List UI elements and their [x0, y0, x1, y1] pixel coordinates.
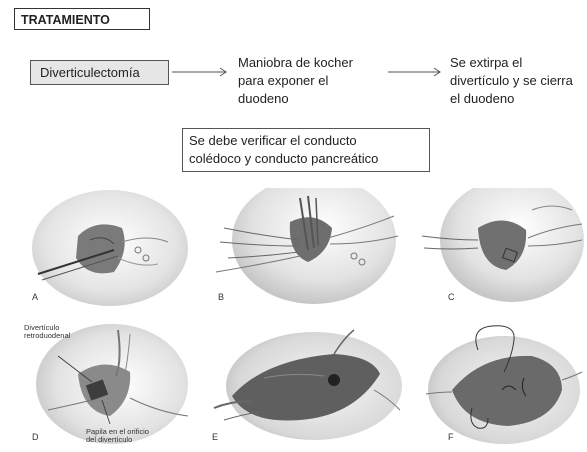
surgical-figure: A B [18, 188, 584, 450]
panel-d: Divertículo retroduodenal Papila en el o… [18, 320, 198, 450]
panel-e-label: E [212, 432, 218, 442]
panel-f-illustration [412, 320, 584, 450]
panel-a-label: A [32, 292, 38, 302]
panel-a: A [18, 188, 198, 310]
panel-a-illustration [18, 188, 198, 310]
arrow-1 [172, 68, 226, 76]
panel-c-illustration [412, 188, 584, 310]
annotation-retroduodenal: Divertículo retroduodenal [24, 324, 70, 340]
step-extirpation: Se extirpa el divertículo y se cierra el… [450, 54, 573, 108]
panel-f: F [412, 320, 584, 450]
panel-b-label: B [218, 292, 224, 302]
panel-f-label: F [448, 432, 454, 442]
panel-c-label: C [448, 292, 455, 302]
panel-b: B [204, 188, 404, 310]
step-kocher: Maniobra de kocher para exponer el duode… [238, 54, 353, 108]
panel-b-illustration [204, 188, 404, 310]
arrow-2 [388, 68, 440, 76]
panel-c: C [412, 188, 584, 310]
panel-e-illustration [204, 320, 404, 450]
verification-note: Se debe verificar el conducto colédoco y… [182, 128, 430, 172]
panel-e: E [204, 320, 404, 450]
panel-d-label: D [32, 432, 39, 442]
annotation-papilla: Papila en el orificio del divertículo [86, 428, 149, 444]
